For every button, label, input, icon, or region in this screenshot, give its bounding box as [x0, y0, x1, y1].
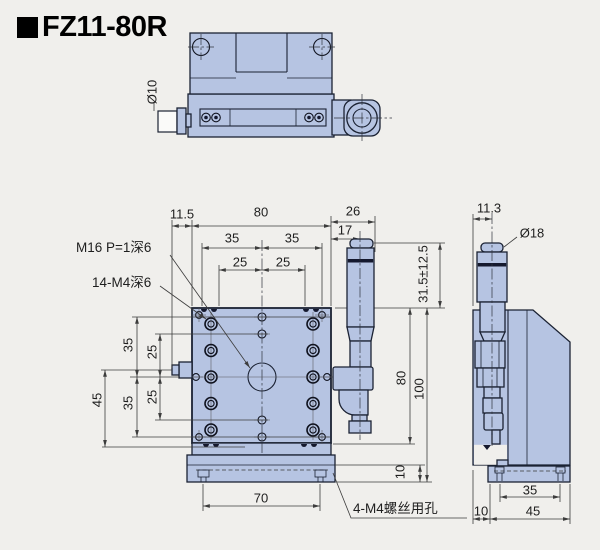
base-step: [496, 459, 509, 467]
counterbore-hole: [494, 466, 566, 481]
front-view: [171, 240, 336, 483]
note-base-holes: 4-M4螺丝用孔: [353, 501, 438, 516]
micrometer-collar: [474, 340, 506, 369]
dim-35-side: 35: [522, 482, 538, 498]
micrometer-stub: [491, 429, 501, 445]
micrometer-dome: [349, 238, 374, 249]
dim-travel: 31.5±12.5: [415, 245, 431, 303]
leader-d18: [503, 236, 518, 248]
dim-80-height: 80: [393, 370, 409, 386]
dim-45-side: 45: [525, 503, 541, 519]
note-m4: 14-M4深6: [92, 275, 152, 290]
dim-25-bottom: 25: [144, 389, 160, 405]
micrometer-block: [476, 367, 505, 388]
micrometer-elbow: [338, 389, 369, 416]
dim-70: 70: [253, 490, 269, 506]
note-m16: M16 P=1深6: [76, 240, 152, 255]
clamp-dots: [201, 309, 319, 447]
slot-screw-icon: [201, 112, 324, 123]
micrometer-lower: [482, 397, 503, 414]
side-micrometer: [474, 213, 508, 448]
micrometer-spindle: [349, 340, 372, 368]
micrometer-knob: [483, 412, 504, 431]
dim-26: 26: [345, 203, 361, 219]
counterbore-hole: [197, 469, 327, 482]
top-view: [153, 32, 392, 141]
dim-d18: Ø18: [519, 225, 545, 241]
micrometer-body2: [479, 301, 506, 333]
micrometer-taper: [346, 326, 375, 342]
slide-slot: [199, 108, 327, 127]
dim-25-right: 25: [275, 254, 291, 270]
side-base: [487, 465, 571, 483]
dim-35-top: 35: [120, 337, 136, 353]
dim-80: 80: [253, 204, 269, 220]
model-number: FZ11-80R: [42, 11, 167, 43]
leader-m4: [159, 285, 207, 320]
title-bullet-icon: [17, 17, 38, 38]
lock-knob: [157, 110, 178, 133]
dim-knob-dia: Ø10: [144, 79, 160, 105]
micrometer-mount: [332, 366, 374, 391]
leader-base-holes: [332, 472, 467, 519]
base-plate: [186, 454, 336, 483]
dim-11-3: 11.3: [476, 200, 502, 216]
clamp-screw-icon: [188, 34, 335, 60]
dim-35-left: 35: [224, 230, 240, 246]
lock-collar: [176, 107, 187, 135]
dim-35-right: 35: [284, 230, 300, 246]
carriage-band: [191, 442, 332, 456]
dim-45: 45: [89, 392, 105, 408]
dimension-lines: [101, 214, 571, 524]
lock-tip: [178, 361, 193, 379]
dim-25-top: 25: [144, 344, 160, 360]
page-title: FZ11-80R: [17, 11, 167, 44]
lock-shaft: [185, 113, 192, 128]
micrometer-band: [347, 259, 374, 263]
dim-25-left: 25: [232, 254, 248, 270]
lock-tip: [171, 364, 180, 376]
dim-35-bottom: 35: [120, 395, 136, 411]
dim-10-side: 10: [473, 503, 489, 519]
dim-11-5: 11.5: [169, 206, 195, 222]
dim-100-height: 100: [411, 378, 427, 400]
micrometer-taper: [478, 331, 507, 342]
dim-10-height: 10: [392, 464, 408, 480]
leader-m16: [169, 254, 251, 369]
screw-tip: [483, 445, 491, 450]
micrometer-stub: [351, 414, 368, 422]
dim-17: 17: [337, 222, 353, 238]
table-block: [189, 32, 333, 95]
front-micrometer: [332, 231, 375, 440]
